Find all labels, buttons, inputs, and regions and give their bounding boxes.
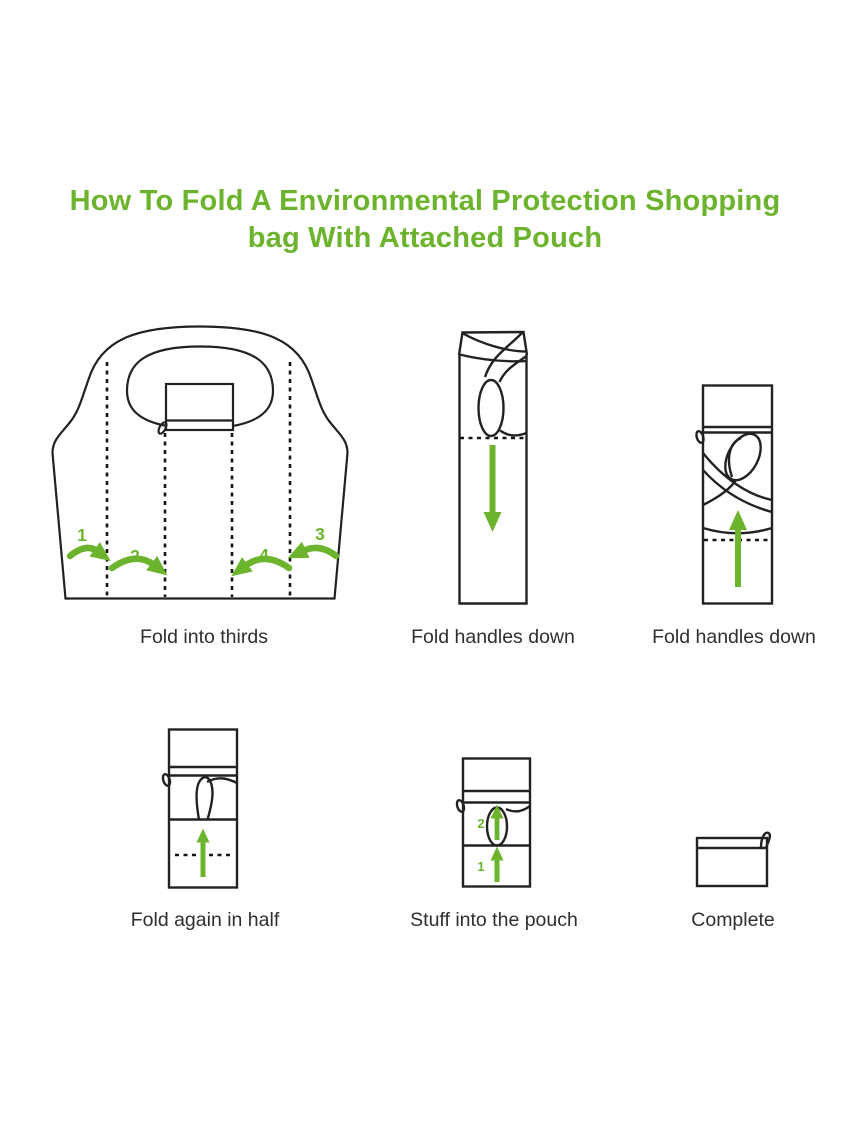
step-3-illustration	[695, 384, 774, 605]
fold-arrow-4	[231, 555, 293, 577]
zipper-pull-icon	[695, 430, 705, 444]
step-4-caption: Fold again in half	[130, 909, 280, 931]
bag-outline	[51, 325, 349, 600]
arrow-label-4: 4	[259, 545, 269, 565]
zipper-pull-icon	[759, 831, 772, 849]
folded-bag-outline	[701, 384, 774, 605]
step-3-caption: Fold handles down	[652, 626, 816, 648]
pouch-flap-curve	[505, 805, 531, 813]
folded-bag-outline	[457, 330, 529, 605]
handle-loop	[477, 378, 505, 438]
page-title: How To Fold A Environmental Protection S…	[0, 183, 850, 257]
step-6-illustration	[695, 831, 772, 888]
pouch-rect	[164, 382, 235, 432]
step-1-caption: Fold into thirds	[140, 626, 268, 648]
page-title-line-1: How To Fold A Environmental Protection S…	[69, 185, 781, 217]
zipper-pull-icon	[455, 799, 466, 813]
handle-strap-under-left	[483, 331, 524, 378]
fold-arrow-3	[287, 541, 340, 560]
step-4-illustration	[161, 728, 239, 889]
step-5-illustration: 2 1	[455, 757, 532, 888]
zipper-pull-icon	[161, 773, 172, 787]
fold-arrow-2	[108, 555, 168, 576]
handle-strap-over-top	[462, 332, 528, 353]
arrow-label-1: 1	[77, 525, 87, 545]
handle-strap-under-right	[498, 355, 528, 383]
handle-cross-curve	[702, 479, 737, 507]
stuff-label-2: 2	[477, 816, 484, 831]
pouch-outline	[695, 836, 769, 888]
step-2-caption: Fold handles down	[411, 626, 575, 648]
handle-loop-tail	[499, 429, 527, 437]
folded-bag-outline	[167, 728, 239, 889]
handle-loop	[195, 776, 214, 820]
stuff-label-1: 1	[477, 859, 484, 874]
handle-loop-inner	[727, 436, 742, 478]
fold-arrow-1	[66, 541, 111, 561]
handle-ribbon-lower	[702, 469, 773, 514]
step-2-illustration	[457, 330, 529, 605]
arrow-label-3: 3	[315, 524, 325, 544]
handle-curve-right	[206, 777, 238, 785]
attached-pouch	[157, 382, 235, 435]
step-1-illustration: 1 2 3 4	[51, 325, 349, 600]
zipper-pull-icon	[157, 421, 168, 435]
handle-ribbon-upper	[702, 452, 773, 502]
step-5-caption: Stuff into the pouch	[410, 909, 578, 931]
step-6-caption: Complete	[691, 909, 775, 931]
page-title-line-2: bag With Attached Pouch	[247, 222, 603, 254]
folded-bag-outline	[461, 757, 532, 888]
arrow-label-2: 2	[130, 546, 140, 566]
